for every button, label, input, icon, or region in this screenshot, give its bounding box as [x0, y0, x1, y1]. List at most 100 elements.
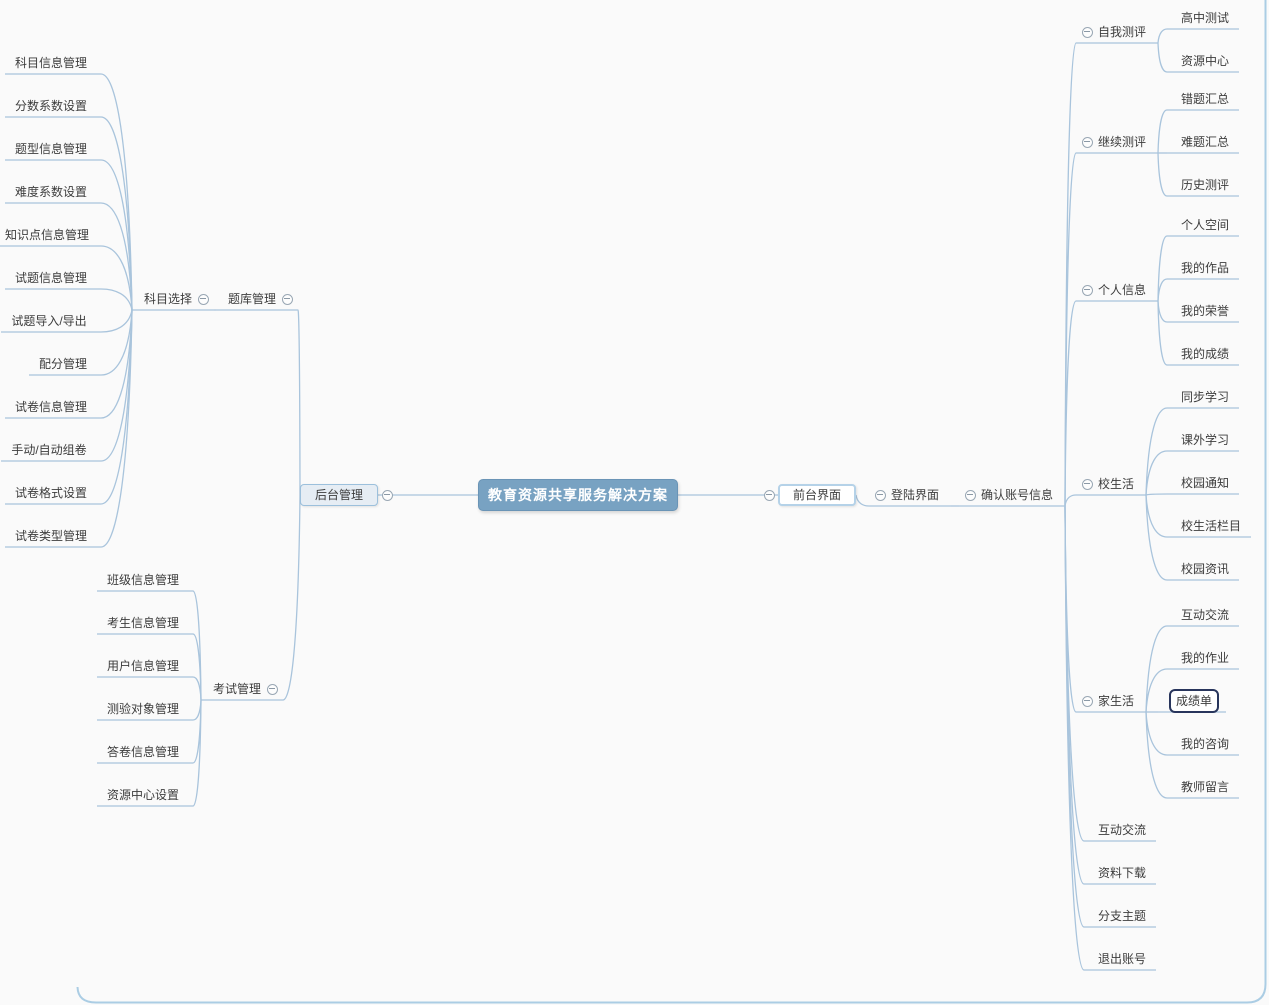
- branch-line: [1145, 494, 1168, 538]
- node-answer-sheet-mgmt[interactable]: 答卷信息管理: [106, 745, 179, 759]
- branch-line: [1145, 625, 1168, 713]
- node-user-info-mgmt[interactable]: 用户信息管理: [106, 659, 179, 673]
- node-knowledge-point-mgmt[interactable]: 知识点信息管理: [5, 228, 90, 242]
- branch-line: [100, 309, 133, 505]
- node-home-life[interactable]: 家生活: [1097, 694, 1134, 708]
- branch-line: [100, 288, 133, 311]
- node-paper-format-setting[interactable]: 试卷格式设置: [14, 486, 87, 500]
- collapse-minus-icon-home-life[interactable]: [1081, 695, 1093, 707]
- collapse-minus-icon-subject-select[interactable]: [197, 293, 209, 305]
- branch-line: [1157, 300, 1168, 323]
- node-extracurricular-learning[interactable]: 课外学习: [1180, 433, 1229, 447]
- sheet-frame-border: [76, 0, 1267, 1004]
- node-school-life[interactable]: 校生活: [1097, 477, 1134, 491]
- collapse-minus-icon-continue-test[interactable]: [1081, 136, 1093, 148]
- collapse-minus-icon-frontend-ui[interactable]: [763, 489, 775, 501]
- node-backend-mgmt[interactable]: 后台管理: [300, 484, 378, 506]
- collapse-minus-icon-self-test[interactable]: [1081, 26, 1093, 38]
- branch-line: [1157, 278, 1168, 302]
- node-subject-select[interactable]: 科目选择: [143, 292, 192, 306]
- node-campus-notice[interactable]: 校园通知: [1180, 476, 1229, 490]
- node-difficulty-coeff-setting[interactable]: 难度系数设置: [14, 185, 87, 199]
- node-my-honors[interactable]: 我的荣誉: [1180, 304, 1229, 318]
- node-question-info-mgmt[interactable]: 试题信息管理: [14, 271, 87, 285]
- branch-line: [1157, 300, 1168, 366]
- collapse-minus-icon-backend-mgmt[interactable]: [381, 489, 393, 501]
- node-test-object-mgmt[interactable]: 测验对象管理: [106, 702, 179, 716]
- node-score-coeff-setting[interactable]: 分数系数设置: [14, 99, 87, 113]
- node-my-homework[interactable]: 我的作业: [1180, 651, 1229, 665]
- branch-line: [1145, 494, 1168, 581]
- node-sync-learning[interactable]: 同步学习: [1180, 390, 1229, 404]
- node-teacher-message[interactable]: 教师留言: [1180, 780, 1229, 794]
- node-logout-account[interactable]: 退出账号: [1097, 952, 1146, 966]
- branch-line: [1157, 42, 1168, 73]
- branch-line: [1157, 109, 1168, 154]
- collapse-minus-icon-personal-info[interactable]: [1081, 284, 1093, 296]
- node-question-type-mgmt[interactable]: 题型信息管理: [14, 142, 87, 156]
- node-examinee-info-mgmt[interactable]: 考生信息管理: [106, 616, 179, 630]
- node-exam-mgmt[interactable]: 考试管理: [212, 682, 261, 696]
- branch-line: [1157, 28, 1168, 44]
- node-branch-topic[interactable]: 分支主题: [1097, 909, 1146, 923]
- branch-line: [192, 699, 202, 721]
- node-my-scores[interactable]: 我的成绩: [1180, 347, 1229, 361]
- node-report-card[interactable]: 成绩单: [1169, 689, 1219, 713]
- node-continue-test[interactable]: 继续测评: [1097, 135, 1146, 149]
- node-confirm-account[interactable]: 确认账号信息: [980, 488, 1053, 502]
- node-resource-center-setting[interactable]: 资源中心设置: [106, 788, 179, 802]
- node-root[interactable]: 教育资源共享服务解决方案: [478, 479, 678, 511]
- node-class-info-mgmt[interactable]: 班级信息管理: [106, 573, 179, 587]
- node-subject-info-mgmt[interactable]: 科目信息管理: [14, 56, 87, 70]
- collapse-minus-icon-confirm-account[interactable]: [964, 489, 976, 501]
- node-hard-question-summary[interactable]: 难题汇总: [1180, 135, 1229, 149]
- branch-line: [100, 245, 133, 311]
- node-paper-info-mgmt[interactable]: 试卷信息管理: [14, 400, 87, 414]
- branch-line: [100, 116, 133, 311]
- branch-line: [100, 159, 133, 311]
- branch-line: [1145, 493, 1168, 496]
- node-interactive-exchange[interactable]: 互动交流: [1097, 823, 1146, 837]
- node-my-consultation[interactable]: 我的咨询: [1180, 737, 1229, 751]
- branch-line: [100, 73, 133, 311]
- node-login-screen[interactable]: 登陆界面: [890, 488, 939, 502]
- node-history-test[interactable]: 历史测评: [1180, 178, 1229, 192]
- branch-line: [1157, 235, 1168, 302]
- branch-line: [192, 699, 202, 807]
- node-data-download[interactable]: 资料下载: [1097, 866, 1146, 880]
- node-self-test[interactable]: 自我测评: [1097, 25, 1146, 39]
- node-question-import-export[interactable]: 试题导入/导出: [11, 314, 87, 328]
- branch-line: [100, 202, 133, 311]
- node-high-school-test[interactable]: 高中测试: [1180, 11, 1229, 25]
- branch-line: [1145, 450, 1168, 496]
- branch-line: [1145, 668, 1168, 713]
- branch-line: [1064, 300, 1077, 507]
- node-score-allocation-mgmt[interactable]: 配分管理: [38, 357, 87, 371]
- branch-line: [855, 494, 870, 507]
- node-personal-info[interactable]: 个人信息: [1097, 283, 1146, 297]
- node-manual-auto-compose[interactable]: 手动/自动组卷: [11, 443, 87, 457]
- node-campus-news[interactable]: 校园资讯: [1180, 562, 1229, 576]
- node-personal-space[interactable]: 个人空间: [1180, 218, 1229, 232]
- branch-line: [1145, 711, 1168, 799]
- node-frontend-ui[interactable]: 前台界面: [778, 484, 856, 506]
- node-interactive-exchange-sub[interactable]: 互动交流: [1180, 608, 1229, 622]
- branch-line: [100, 309, 133, 548]
- node-question-bank-mgmt[interactable]: 题库管理: [227, 292, 276, 306]
- node-resource-center[interactable]: 资源中心: [1180, 54, 1229, 68]
- collapse-minus-icon-school-life[interactable]: [1081, 478, 1093, 490]
- branch-line: [1145, 407, 1168, 496]
- node-paper-type-mgmt[interactable]: 试卷类型管理: [14, 529, 87, 543]
- node-school-life-column[interactable]: 校生活栏目: [1180, 519, 1241, 533]
- node-wrong-question-summary[interactable]: 错题汇总: [1180, 92, 1229, 106]
- branch-line: [1064, 505, 1085, 971]
- collapse-minus-icon-login-screen[interactable]: [874, 489, 886, 501]
- collapse-minus-icon-exam-mgmt[interactable]: [266, 683, 278, 695]
- node-my-works[interactable]: 我的作品: [1180, 261, 1229, 275]
- collapse-minus-icon-question-bank-mgmt[interactable]: [281, 293, 293, 305]
- branch-line: [192, 676, 202, 701]
- branch-line: [100, 309, 133, 333]
- branch-line: [282, 494, 301, 701]
